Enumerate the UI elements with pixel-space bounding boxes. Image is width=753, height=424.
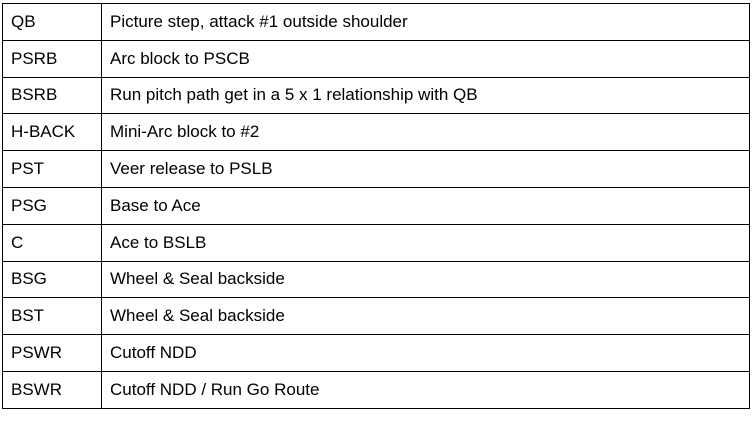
position-cell: BSG: [2, 260, 102, 299]
position-cell: PSRB: [2, 39, 102, 78]
table-row: PSG Base to Ace: [2, 186, 750, 225]
position-cell: BST: [2, 297, 102, 336]
table-row: PSWR Cutoff NDD: [2, 334, 750, 372]
table-row: C Ace to BSLB: [2, 223, 750, 262]
assignment-cell: Arc block to PSCB: [101, 39, 750, 78]
position-cell: C: [2, 223, 102, 262]
position-cell: H-BACK: [2, 113, 102, 152]
table-row: QB Picture step, attack #1 outside shoul…: [2, 3, 750, 41]
position-cell: PSWR: [2, 334, 102, 372]
assignment-cell: Veer release to PSLB: [101, 150, 750, 188]
table-row: H-BACK Mini-Arc block to #2: [2, 113, 750, 152]
table-row: PST Veer release to PSLB: [2, 150, 750, 188]
position-cell: PST: [2, 150, 102, 188]
table-row: BSWR Cutoff NDD / Run Go Route: [2, 370, 750, 409]
assignment-cell: Picture step, attack #1 outside shoulder: [101, 3, 750, 41]
table-row: BSRB Run pitch path get in a 5 x 1 relat…: [2, 76, 750, 115]
table-row: BST Wheel & Seal backside: [2, 297, 750, 336]
position-cell: BSRB: [2, 76, 102, 115]
assignment-cell: Cutoff NDD: [101, 334, 750, 372]
position-cell: PSG: [2, 186, 102, 225]
position-cell: BSWR: [2, 370, 102, 409]
assignment-cell: Cutoff NDD / Run Go Route: [101, 370, 750, 409]
position-cell: QB: [2, 3, 102, 41]
assignment-cell: Run pitch path get in a 5 x 1 relationsh…: [101, 76, 750, 115]
assignment-cell: Mini-Arc block to #2: [101, 113, 750, 152]
table-row: PSRB Arc block to PSCB: [2, 39, 750, 78]
assignment-cell: Base to Ace: [101, 186, 750, 225]
assignment-cell: Ace to BSLB: [101, 223, 750, 262]
table-row: BSG Wheel & Seal backside: [2, 260, 750, 299]
assignment-table: QB Picture step, attack #1 outside shoul…: [2, 3, 750, 409]
assignment-cell: Wheel & Seal backside: [101, 297, 750, 336]
assignment-cell: Wheel & Seal backside: [101, 260, 750, 299]
